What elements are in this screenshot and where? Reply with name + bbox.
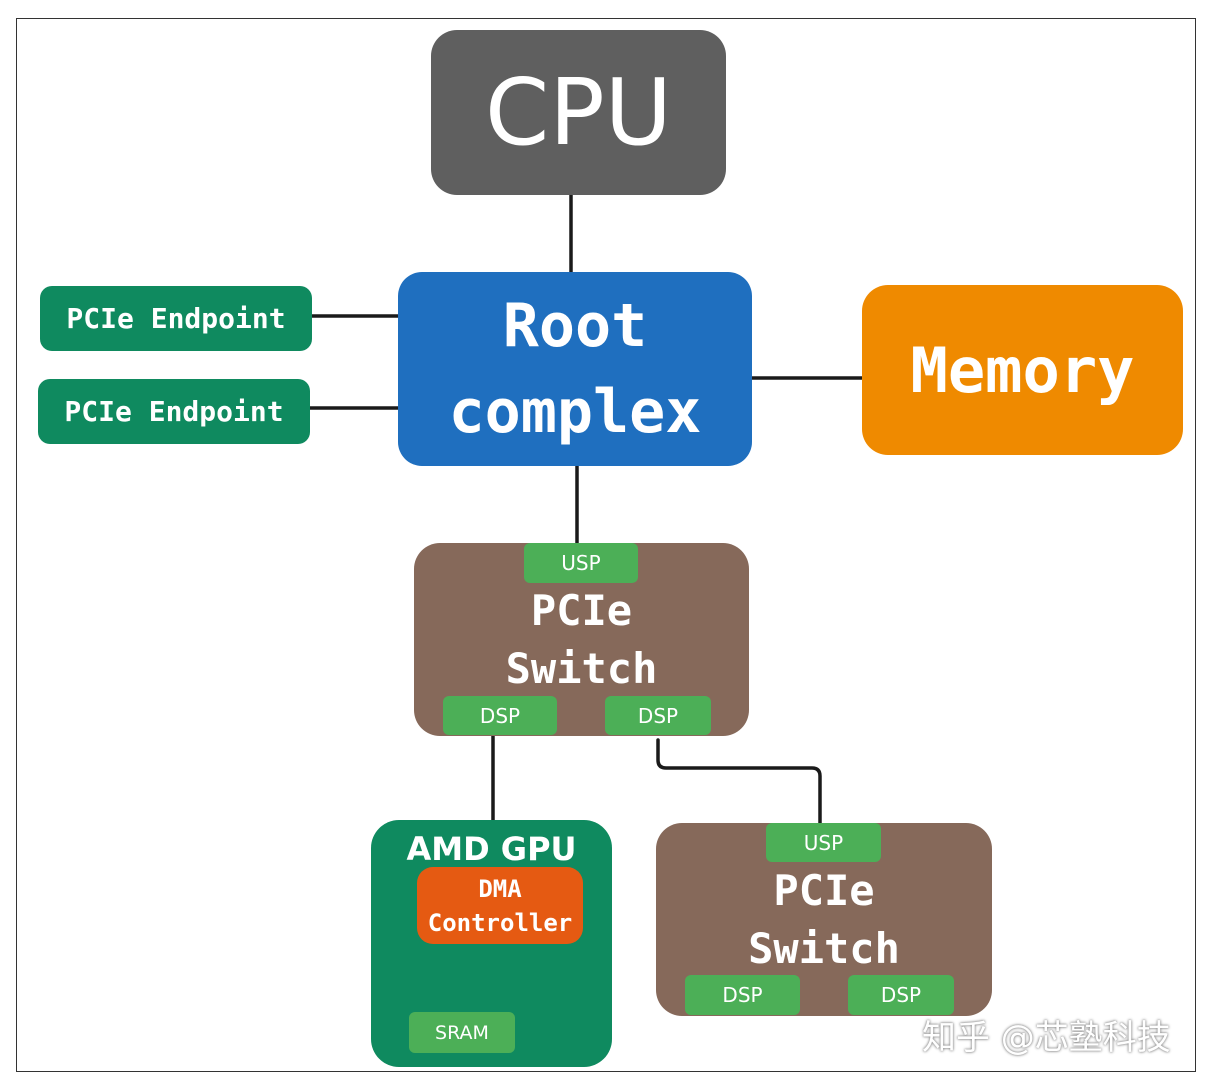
dsp-port-upper-right: DSP [605,696,711,735]
wire-dsp-switch2 [656,738,822,825]
dma-label-line1: DMA [478,874,522,903]
root-complex-label-line2: complex [448,377,702,447]
pcie-endpoint-box-2: PCIe Endpoint [38,379,310,444]
sram-box: SRAM [409,1012,515,1053]
dma-controller-box: DMA Controller [417,867,583,944]
pcie-switch-lower-line2: Switch [748,923,900,973]
usp-port-lower: USP [766,823,881,862]
pcie-switch-lower-line1: PCIe [773,865,875,915]
watermark-text: 知乎 @芯塾科技 [922,1018,1171,1058]
diagram-frame [16,18,1196,1072]
pcie-endpoint-label-1: PCIe Endpoint [66,302,286,335]
amd-gpu-title: AMD GPU [406,830,577,868]
dsp-port-lower-left: DSP [685,975,800,1015]
pcie-switch-upper-line1: PCIe [530,585,633,635]
dsp-port-lower-right: DSP [848,975,954,1015]
pcie-endpoint-box-1: PCIe Endpoint [40,286,312,351]
root-complex-box: Root complex [398,272,752,466]
usp-port-upper: USP [524,543,638,583]
cpu-label: CPU [484,59,673,166]
dma-label-line2: Controller [427,908,573,937]
memory-box: Memory [862,285,1183,455]
dsp-port-upper-left: DSP [443,696,557,735]
root-complex-label-line1: Root [502,291,648,361]
pcie-endpoint-label-2: PCIe Endpoint [64,395,284,428]
memory-label: Memory [910,333,1135,407]
cpu-box: CPU [431,30,726,195]
pcie-switch-upper-line2: Switch [505,643,658,693]
